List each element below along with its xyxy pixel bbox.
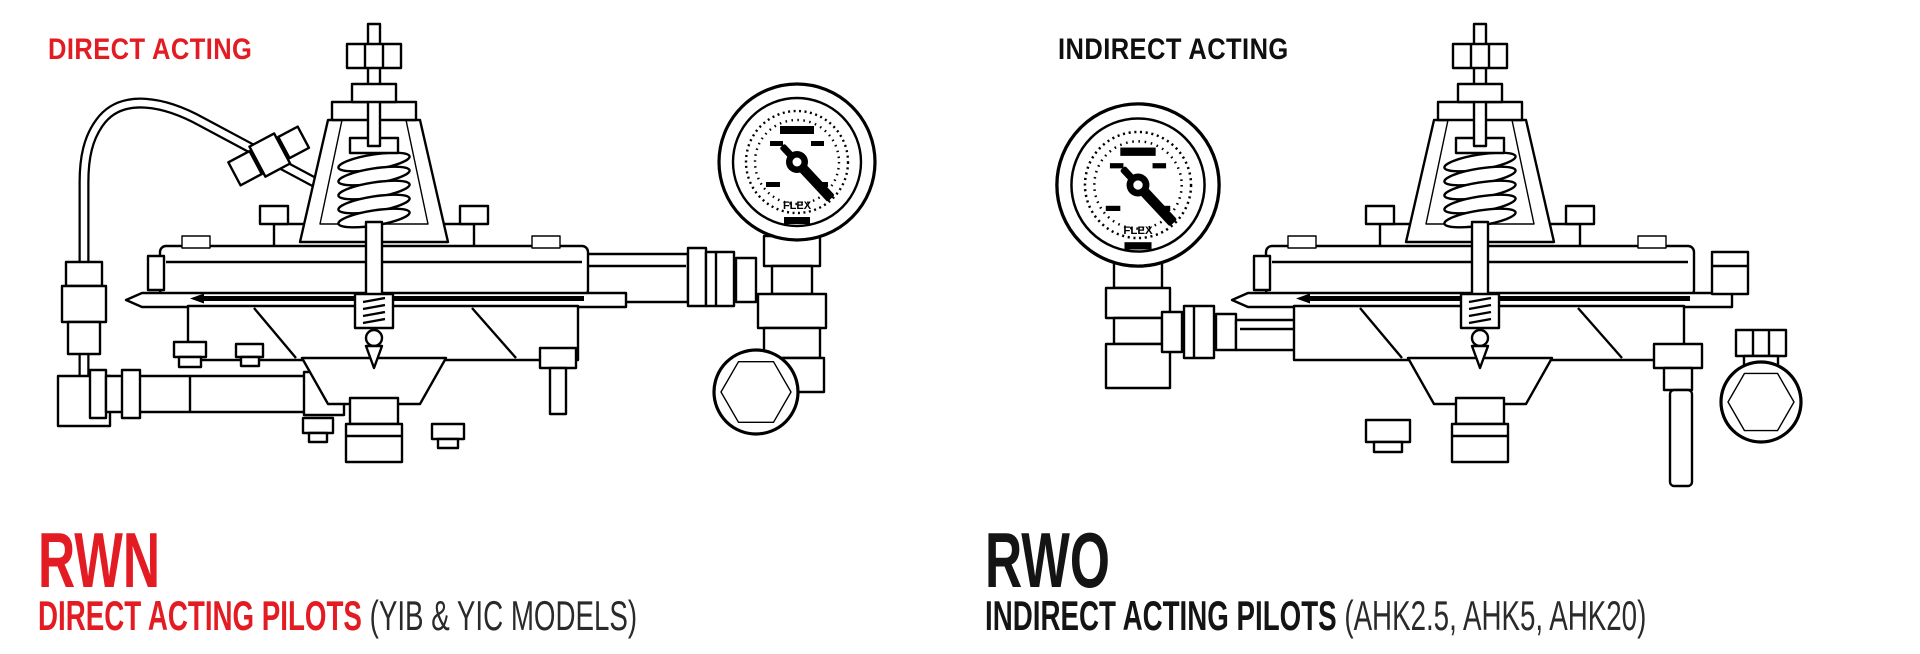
body-bolt-icon — [172, 340, 578, 450]
gauge-stand — [1104, 260, 1172, 390]
tube-union-fitting — [60, 260, 108, 356]
body-bolt-icon — [1364, 342, 1704, 488]
left-subtitle: DIRECT ACTING PILOTS (YIB & YIC MODELS) — [38, 595, 637, 637]
inlet-pipe — [88, 368, 346, 420]
right-subtitle-note: (AHK2.5, AHK5, AHK20) — [1344, 592, 1647, 639]
right-subtitle-bold: INDIRECT ACTING PILOTS — [985, 592, 1337, 639]
left-subtitle-bold: DIRECT ACTING PILOTS — [38, 592, 362, 639]
left-figure-header: DIRECT ACTING — [48, 33, 253, 66]
pressure-gauge — [717, 82, 877, 242]
tube-compression-fitting — [227, 125, 311, 187]
rwn-regulator-drawing — [56, 22, 877, 464]
left-subtitle-note: (YIB & YIC MODELS) — [369, 592, 638, 639]
right-subtitle: INDIRECT ACTING PILOTS (AHK2.5, AHK5, AH… — [985, 595, 1646, 637]
sensing-tube — [56, 97, 321, 428]
left-model-title: RWN — [38, 516, 161, 604]
pipe-end-hex — [1719, 328, 1803, 444]
rwo-regulator-drawing — [1055, 22, 1803, 488]
outlet-stub — [1710, 250, 1750, 296]
pipe-end-hex — [712, 348, 800, 436]
pressure-gauge — [1055, 102, 1221, 268]
gauge-stand — [756, 234, 828, 394]
right-figure-header: INDIRECT ACTING — [1058, 33, 1289, 66]
right-model-title: RWO — [985, 516, 1110, 604]
